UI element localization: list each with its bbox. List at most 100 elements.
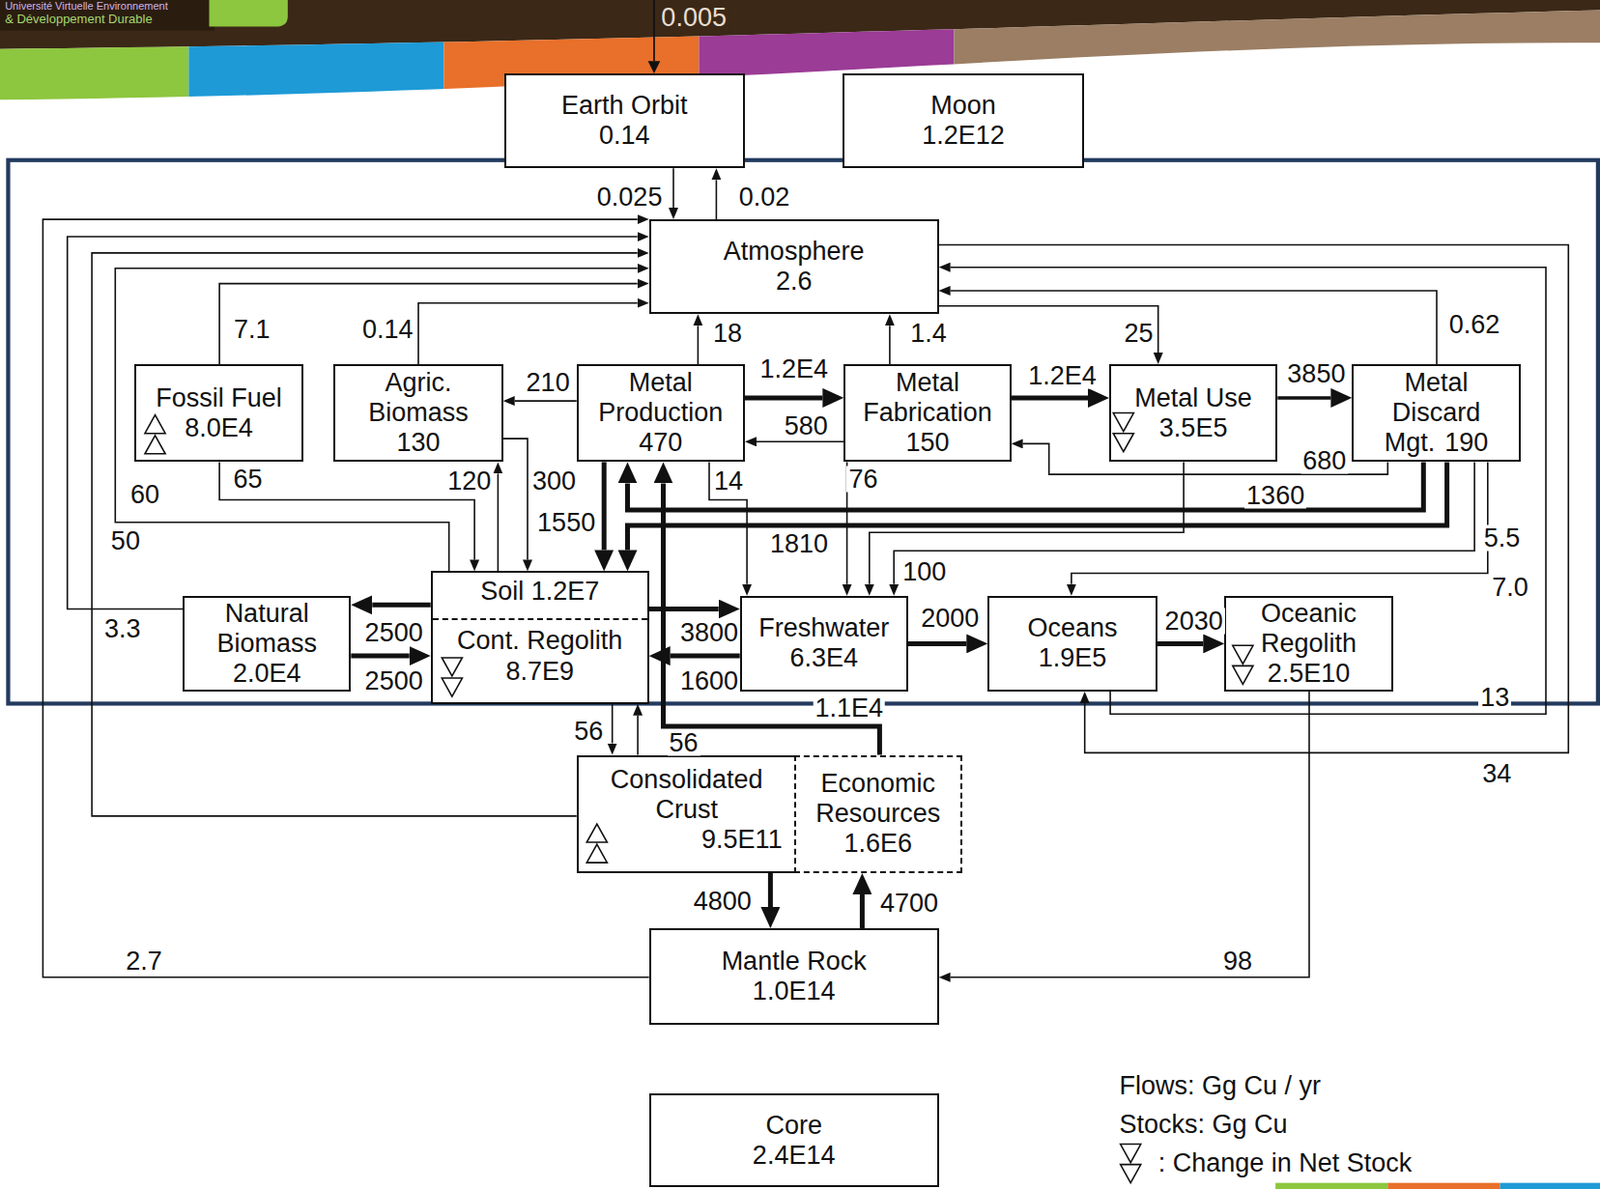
box-text-line: Metal Discard Mgt.190 (1362, 368, 1510, 458)
flow-value: 300 (530, 468, 578, 495)
stock-box: Freshwater6.3E4 (740, 596, 909, 692)
stock-value: 1.9E5 (1038, 643, 1108, 674)
stock-value: 9.5E11 (701, 825, 783, 856)
flow-value: 1.4 (908, 320, 949, 347)
stock-value: 2.5E10 (1267, 658, 1351, 689)
flow-arrow (939, 306, 1159, 353)
flow-value: 580 (782, 413, 830, 440)
flow-arrow (418, 303, 638, 365)
flow-arrow (611, 704, 614, 744)
flow-value: 2030 (1163, 608, 1226, 635)
unit-note: Stocks: Gg Cu (1116, 1111, 1289, 1141)
stock-value: 190 (1444, 428, 1488, 458)
stock-box: Economic Resources1.6E6 (794, 755, 963, 875)
flow-arrow (503, 438, 528, 560)
legend-text: : Change in Net Stock (1158, 1149, 1413, 1179)
stock-name: Cont. Regolith (457, 626, 623, 657)
flow-arrow (697, 325, 700, 365)
stock-box: Oceans1.9E5 (987, 596, 1157, 692)
stock-name: Atmosphere (723, 236, 865, 267)
stock-box: Atmosphere2.6 (649, 219, 940, 315)
flow-arrow (672, 168, 675, 208)
flow-arrow (371, 602, 430, 608)
stock-name: Metal Use (1134, 383, 1253, 414)
stock-box: Earth Orbit0.14 (504, 73, 745, 169)
dashed-divider (432, 618, 648, 621)
stock-value: 150 (905, 428, 949, 458)
stock-value: 8.7E9 (505, 657, 574, 687)
box-content: Oceans1.9E5 (989, 598, 1155, 690)
box-content: Fossil Fuel8.0E4 (136, 366, 301, 460)
stock-name: Consolidated Crust (587, 765, 787, 826)
footer-stripe-green (1275, 1183, 1388, 1189)
flow-arrow (42, 219, 649, 978)
stock-box: Consolidated Crust9.5E11 Economic Resourc… (576, 755, 963, 875)
box-content: Soil 1.2E7Cont. Regolith8.7E9 (432, 572, 648, 702)
header-stripes (0, 0, 1600, 113)
flow-arrow (744, 395, 823, 400)
flow-arrow (649, 606, 719, 612)
stock-name: Oceanic Regolith (1234, 599, 1382, 659)
inflow-head (648, 60, 661, 74)
stock-name: Moon (930, 90, 997, 121)
flow-arrow (950, 691, 1310, 978)
stock-name: Core (765, 1111, 823, 1142)
flow-arrow (350, 654, 409, 659)
flow-value: 680 (1300, 448, 1348, 475)
stock-name: Metal Production (587, 368, 735, 429)
flow-value: 2.7 (123, 947, 165, 974)
flow-value: 2000 (918, 605, 981, 632)
flow-arrow (219, 284, 638, 365)
flow-value: 25 (1122, 320, 1156, 347)
stock-name: Agric. Biomass (343, 368, 492, 429)
stock-name: Oceans (1027, 613, 1117, 644)
flow-value: 3850 (1285, 360, 1347, 387)
flow-arrow (859, 894, 865, 929)
flow-arrow (219, 461, 475, 560)
flow-arrow (709, 461, 747, 584)
flow-value: 0.14 (360, 316, 416, 343)
flow-value: 60 (128, 482, 162, 509)
box-content: Oceanic Regolith2.5E10 (1226, 598, 1391, 690)
box-content: Metal Use3.5E5 (1111, 366, 1276, 460)
flow-arrow (91, 253, 638, 817)
stock-name: Fossil Fuel (155, 383, 283, 414)
flow-arrow (114, 268, 637, 572)
flow-value: 1360 (1244, 483, 1307, 510)
flow-arrow (893, 461, 1475, 584)
stock-value: 2.0E4 (232, 658, 302, 689)
flow-arrow (1071, 461, 1488, 584)
stock-name: Mantle Rock (721, 946, 867, 977)
flow-value: 1810 (768, 530, 830, 557)
flow-arrow (67, 236, 638, 610)
stock-name: Economic Resources (804, 769, 952, 829)
flow-value: 18 (711, 320, 744, 347)
flow-value: 13 (1478, 685, 1512, 712)
flow-value: 1.2E4 (1026, 362, 1099, 389)
flow-value: 1.2E4 (757, 356, 830, 383)
flow-value: 7.1 (231, 316, 273, 343)
flow-value: 76 (846, 466, 880, 493)
stock-box: Metal Production470 (576, 364, 745, 462)
flow-arrow (950, 290, 1437, 365)
box-content: Core2.4E14 (651, 1095, 938, 1186)
logo-tab (209, 0, 288, 27)
stock-value: 3.5E5 (1159, 413, 1229, 444)
flow-value: 1600 (678, 668, 741, 695)
flow-arrow (950, 267, 1546, 715)
flow-value: 100 (900, 559, 948, 586)
flow-value: 4700 (878, 889, 941, 916)
stock-value: 0.14 (599, 120, 651, 151)
flow-arrow (514, 400, 577, 402)
flow-arrow (670, 654, 741, 659)
flow-arrow (497, 473, 500, 572)
box-content: Metal Production470 (578, 366, 743, 460)
flow-value: 1.1E4 (812, 694, 886, 721)
flow-value: 2500 (363, 619, 426, 646)
flow-value: 7.0 (1489, 574, 1531, 601)
stock-box: Mantle Rock1.0E14 (649, 928, 940, 1026)
stock-name: Freshwater (758, 613, 889, 644)
flow-value: 56 (571, 718, 605, 745)
flow-arrow (1011, 395, 1088, 400)
